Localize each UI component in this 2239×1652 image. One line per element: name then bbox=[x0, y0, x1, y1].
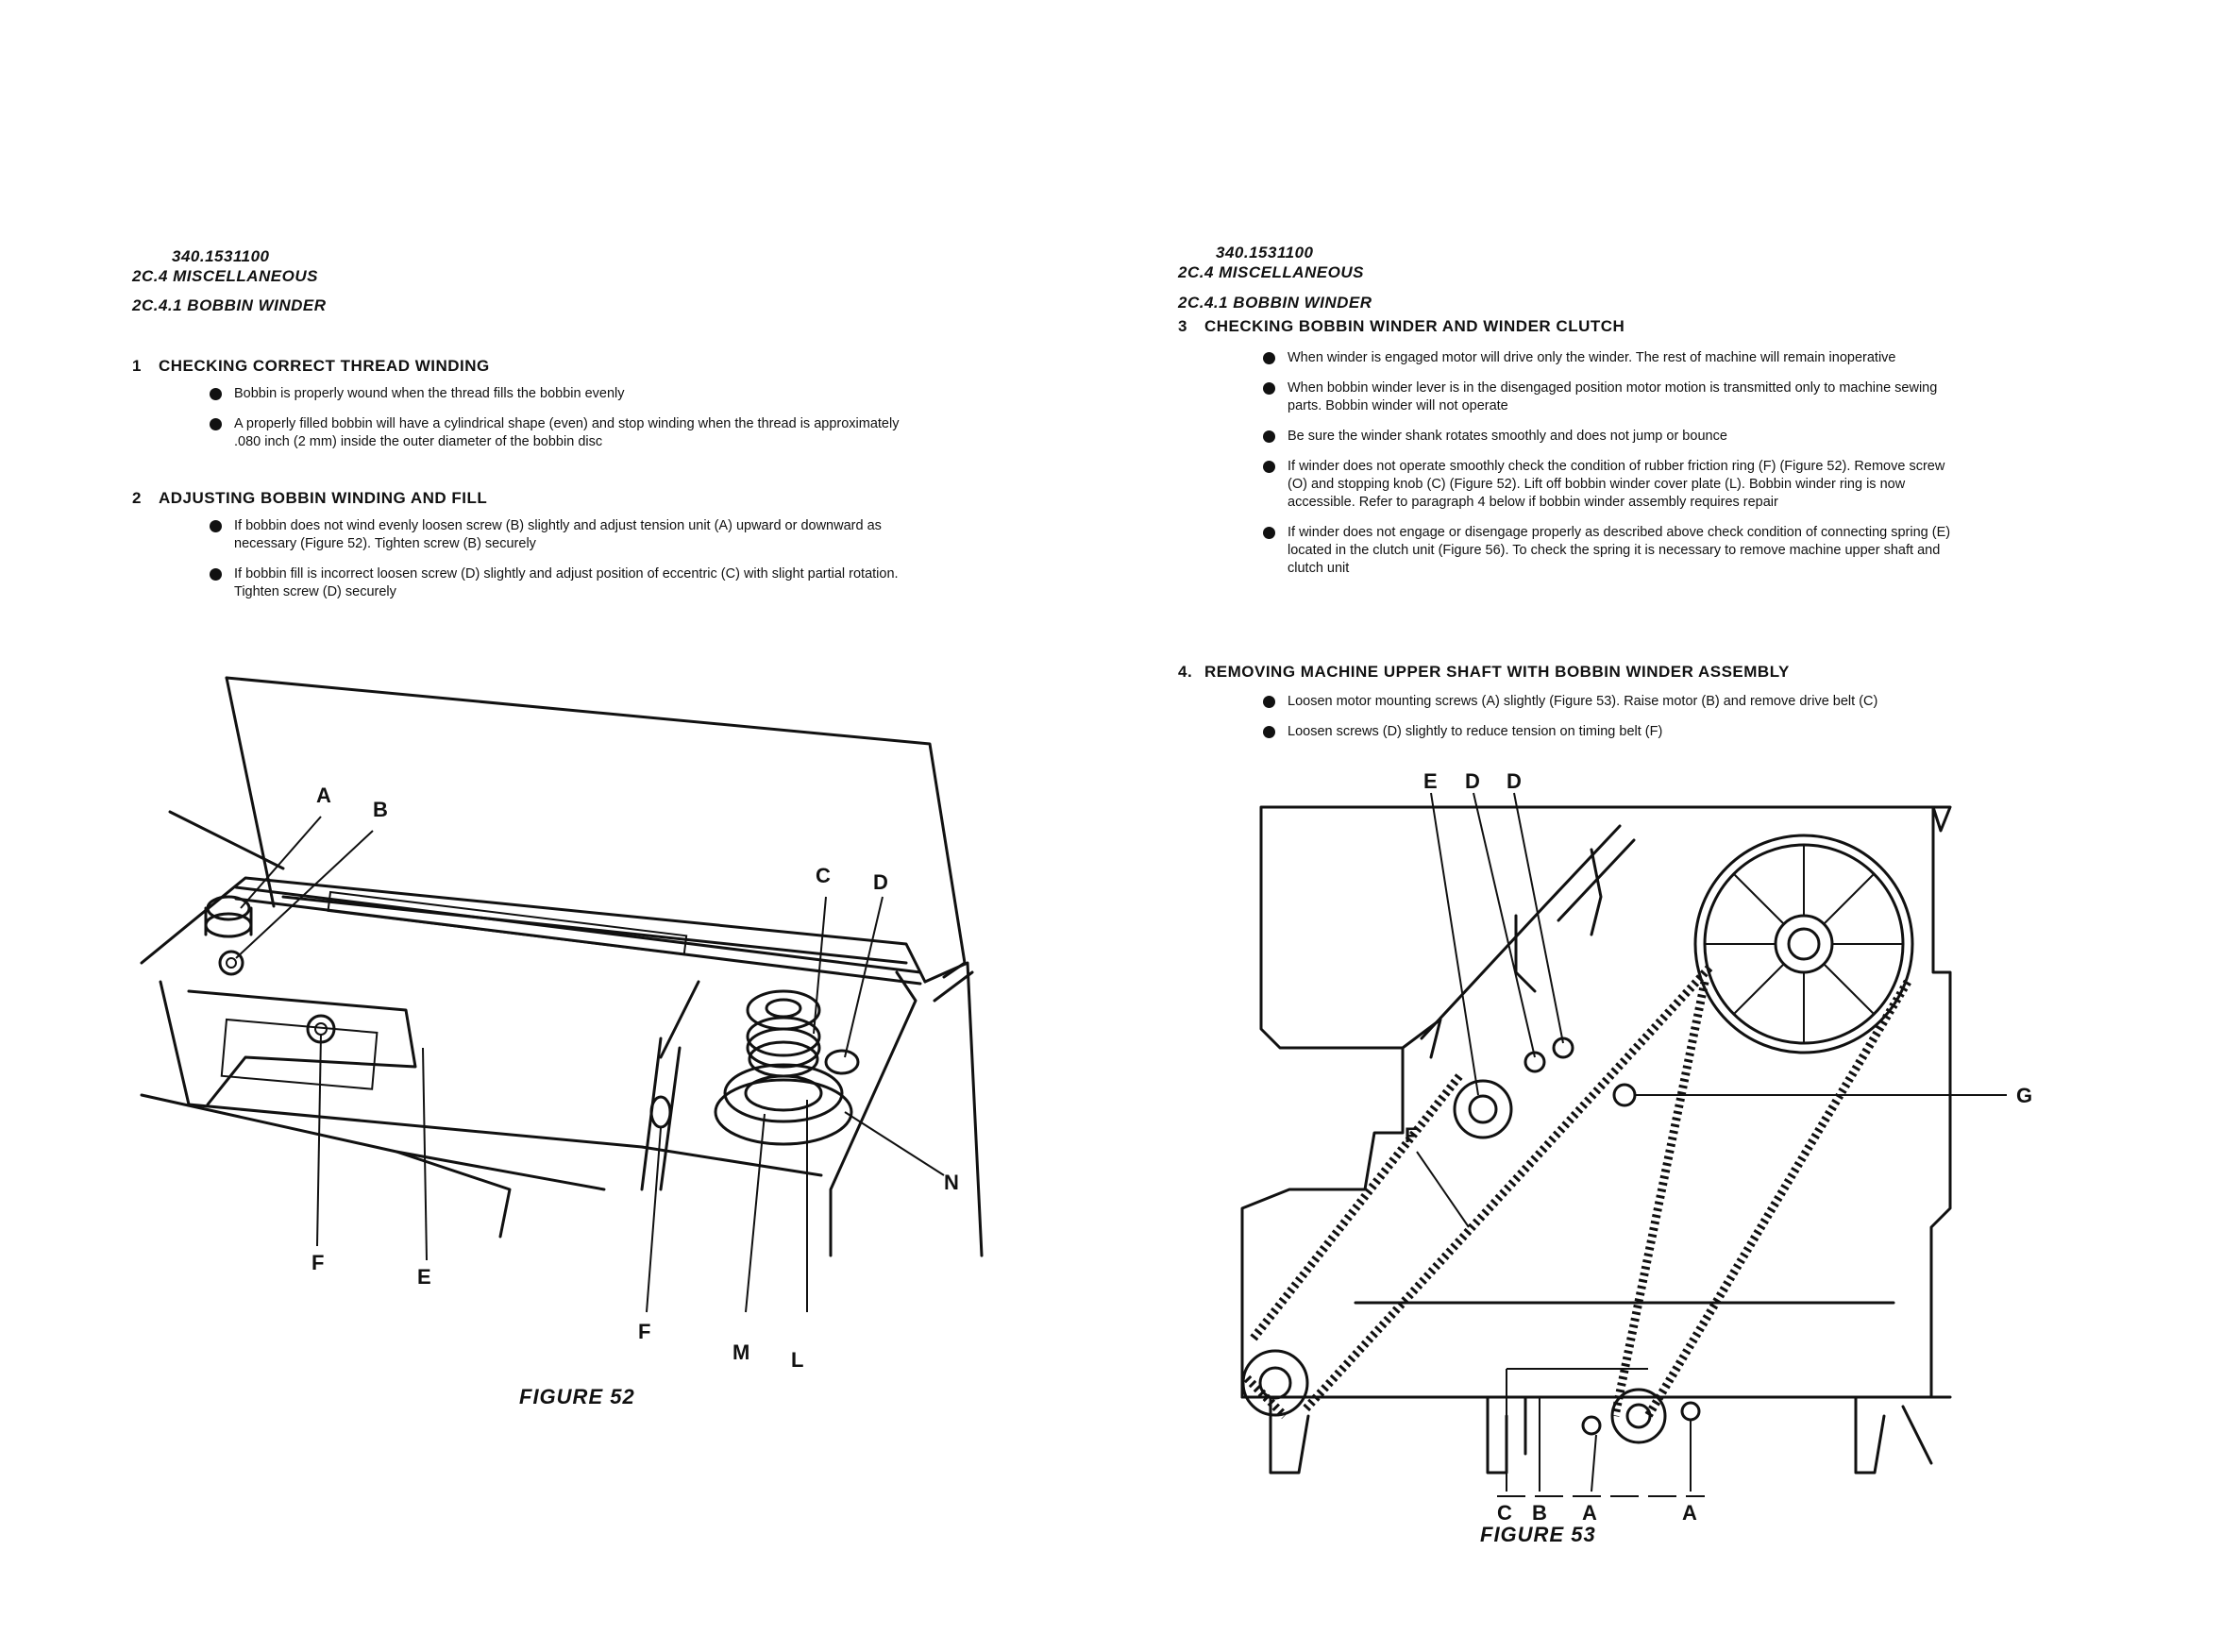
step-1-heading: 1 CHECKING CORRECT THREAD WINDING bbox=[132, 357, 490, 376]
step-2-heading: 2 ADJUSTING BOBBIN WINDING AND FILL bbox=[132, 489, 487, 508]
list-item: If winder does not engage or disengage p… bbox=[1263, 524, 1961, 578]
bullet-icon bbox=[210, 418, 222, 430]
callout-g: G bbox=[2016, 1084, 2032, 1107]
step-1-bullets: Bobbin is properly wound when the thread… bbox=[210, 385, 917, 464]
step-title: ADJUSTING BOBBIN WINDING AND FILL bbox=[159, 489, 488, 507]
bullet-icon bbox=[1263, 352, 1275, 364]
bullet-icon bbox=[1263, 726, 1275, 738]
callout-a-right: A bbox=[1682, 1501, 1697, 1525]
figure-53-callouts: E D D F G C B A A bbox=[1405, 769, 2032, 1525]
bullet-icon bbox=[210, 520, 222, 532]
bullet-icon bbox=[1263, 461, 1275, 473]
callout-c: C bbox=[1497, 1501, 1512, 1525]
doc-number: 340.1531100 bbox=[172, 247, 270, 265]
right-page: 340.1531100 2C.4 MISCELLANEOUS 2C.4.1 BO… bbox=[1120, 0, 2239, 1652]
bullet-icon bbox=[1263, 430, 1275, 443]
list-item: Bobbin is properly wound when the thread… bbox=[210, 385, 917, 403]
list-item: If winder does not operate smoothly chec… bbox=[1263, 458, 1961, 512]
list-item: A properly filled bobbin will have a cyl… bbox=[210, 415, 917, 451]
callout-d: D bbox=[873, 870, 888, 894]
step-title: CHECKING CORRECT THREAD WINDING bbox=[159, 357, 490, 375]
callout-b: B bbox=[373, 798, 388, 821]
bullet-icon bbox=[1263, 696, 1275, 708]
bullet-icon bbox=[210, 568, 222, 581]
list-item: When bobbin winder lever is in the disen… bbox=[1263, 379, 1961, 415]
step-number: 4. bbox=[1178, 663, 1193, 681]
callout-c: C bbox=[816, 864, 831, 887]
doc-number: 340.1531100 bbox=[1216, 244, 1314, 261]
list-item: When winder is engaged motor will drive … bbox=[1263, 349, 1961, 367]
callout-m: M bbox=[732, 1340, 749, 1364]
figure-52-illustration: A B C D F E F M L N bbox=[140, 676, 984, 1372]
section-heading: 2C.4 MISCELLANEOUS bbox=[1178, 263, 1364, 281]
list-item: Loosen screws (D) slightly to reduce ten… bbox=[1263, 723, 1961, 741]
callout-l: L bbox=[791, 1348, 803, 1372]
callout-d-right: D bbox=[1507, 769, 1522, 793]
callout-f: F bbox=[1405, 1123, 1417, 1147]
figure-52-callouts: A B C D F E F M L N bbox=[311, 784, 959, 1372]
bullet-icon bbox=[1263, 382, 1275, 395]
bullet-icon bbox=[1263, 527, 1275, 539]
list-item: Loosen motor mounting screws (A) slightl… bbox=[1263, 693, 1961, 711]
step-4-bullets: Loosen motor mounting screws (A) slightl… bbox=[1263, 693, 1961, 753]
step-3-bullets: When winder is engaged motor will drive … bbox=[1263, 349, 1961, 590]
figure-53-caption: FIGURE 53 bbox=[1480, 1523, 1596, 1546]
figure-52-caption: FIGURE 52 bbox=[519, 1385, 635, 1408]
list-item: If bobbin fill is incorrect loosen screw… bbox=[210, 565, 917, 601]
step-number: 1 bbox=[132, 357, 142, 375]
callout-a: A bbox=[316, 784, 331, 807]
callout-b: B bbox=[1532, 1501, 1547, 1525]
step-3-heading: 3 CHECKING BOBBIN WINDER AND WINDER CLUTC… bbox=[1178, 317, 1625, 336]
step-number: 2 bbox=[132, 489, 142, 507]
figure-53-illustration: E D D F G C B A A bbox=[1240, 769, 2032, 1525]
callout-f-left: F bbox=[311, 1251, 324, 1274]
step-title: REMOVING MACHINE UPPER SHAFT WITH BOBBIN… bbox=[1204, 663, 1790, 681]
callout-n: N bbox=[944, 1171, 959, 1194]
step-2-bullets: If bobbin does not wind evenly loosen sc… bbox=[210, 517, 917, 614]
callout-e: E bbox=[1423, 769, 1438, 793]
list-item: If bobbin does not wind evenly loosen sc… bbox=[210, 517, 917, 553]
section-heading: 2C.4 MISCELLANEOUS bbox=[132, 267, 318, 285]
callout-d-left: D bbox=[1465, 769, 1480, 793]
left-page: 340.1531100 2C.4 MISCELLANEOUS 2C.4.1 BO… bbox=[132, 247, 984, 1408]
subsection-heading: 2C.4.1 BOBBIN WINDER bbox=[1178, 294, 1372, 312]
callout-e: E bbox=[417, 1265, 431, 1289]
subsection-heading: 2C.4.1 BOBBIN WINDER bbox=[132, 296, 327, 314]
callout-f-right: F bbox=[638, 1320, 650, 1343]
step-title: CHECKING BOBBIN WINDER AND WINDER CLUTCH bbox=[1204, 317, 1625, 335]
step-4-heading: 4. REMOVING MACHINE UPPER SHAFT WITH BOBB… bbox=[1178, 663, 1790, 682]
bullet-icon bbox=[210, 388, 222, 400]
list-item: Be sure the winder shank rotates smoothl… bbox=[1263, 428, 1961, 446]
callout-a-left: A bbox=[1582, 1501, 1597, 1525]
step-number: 3 bbox=[1178, 317, 1187, 335]
